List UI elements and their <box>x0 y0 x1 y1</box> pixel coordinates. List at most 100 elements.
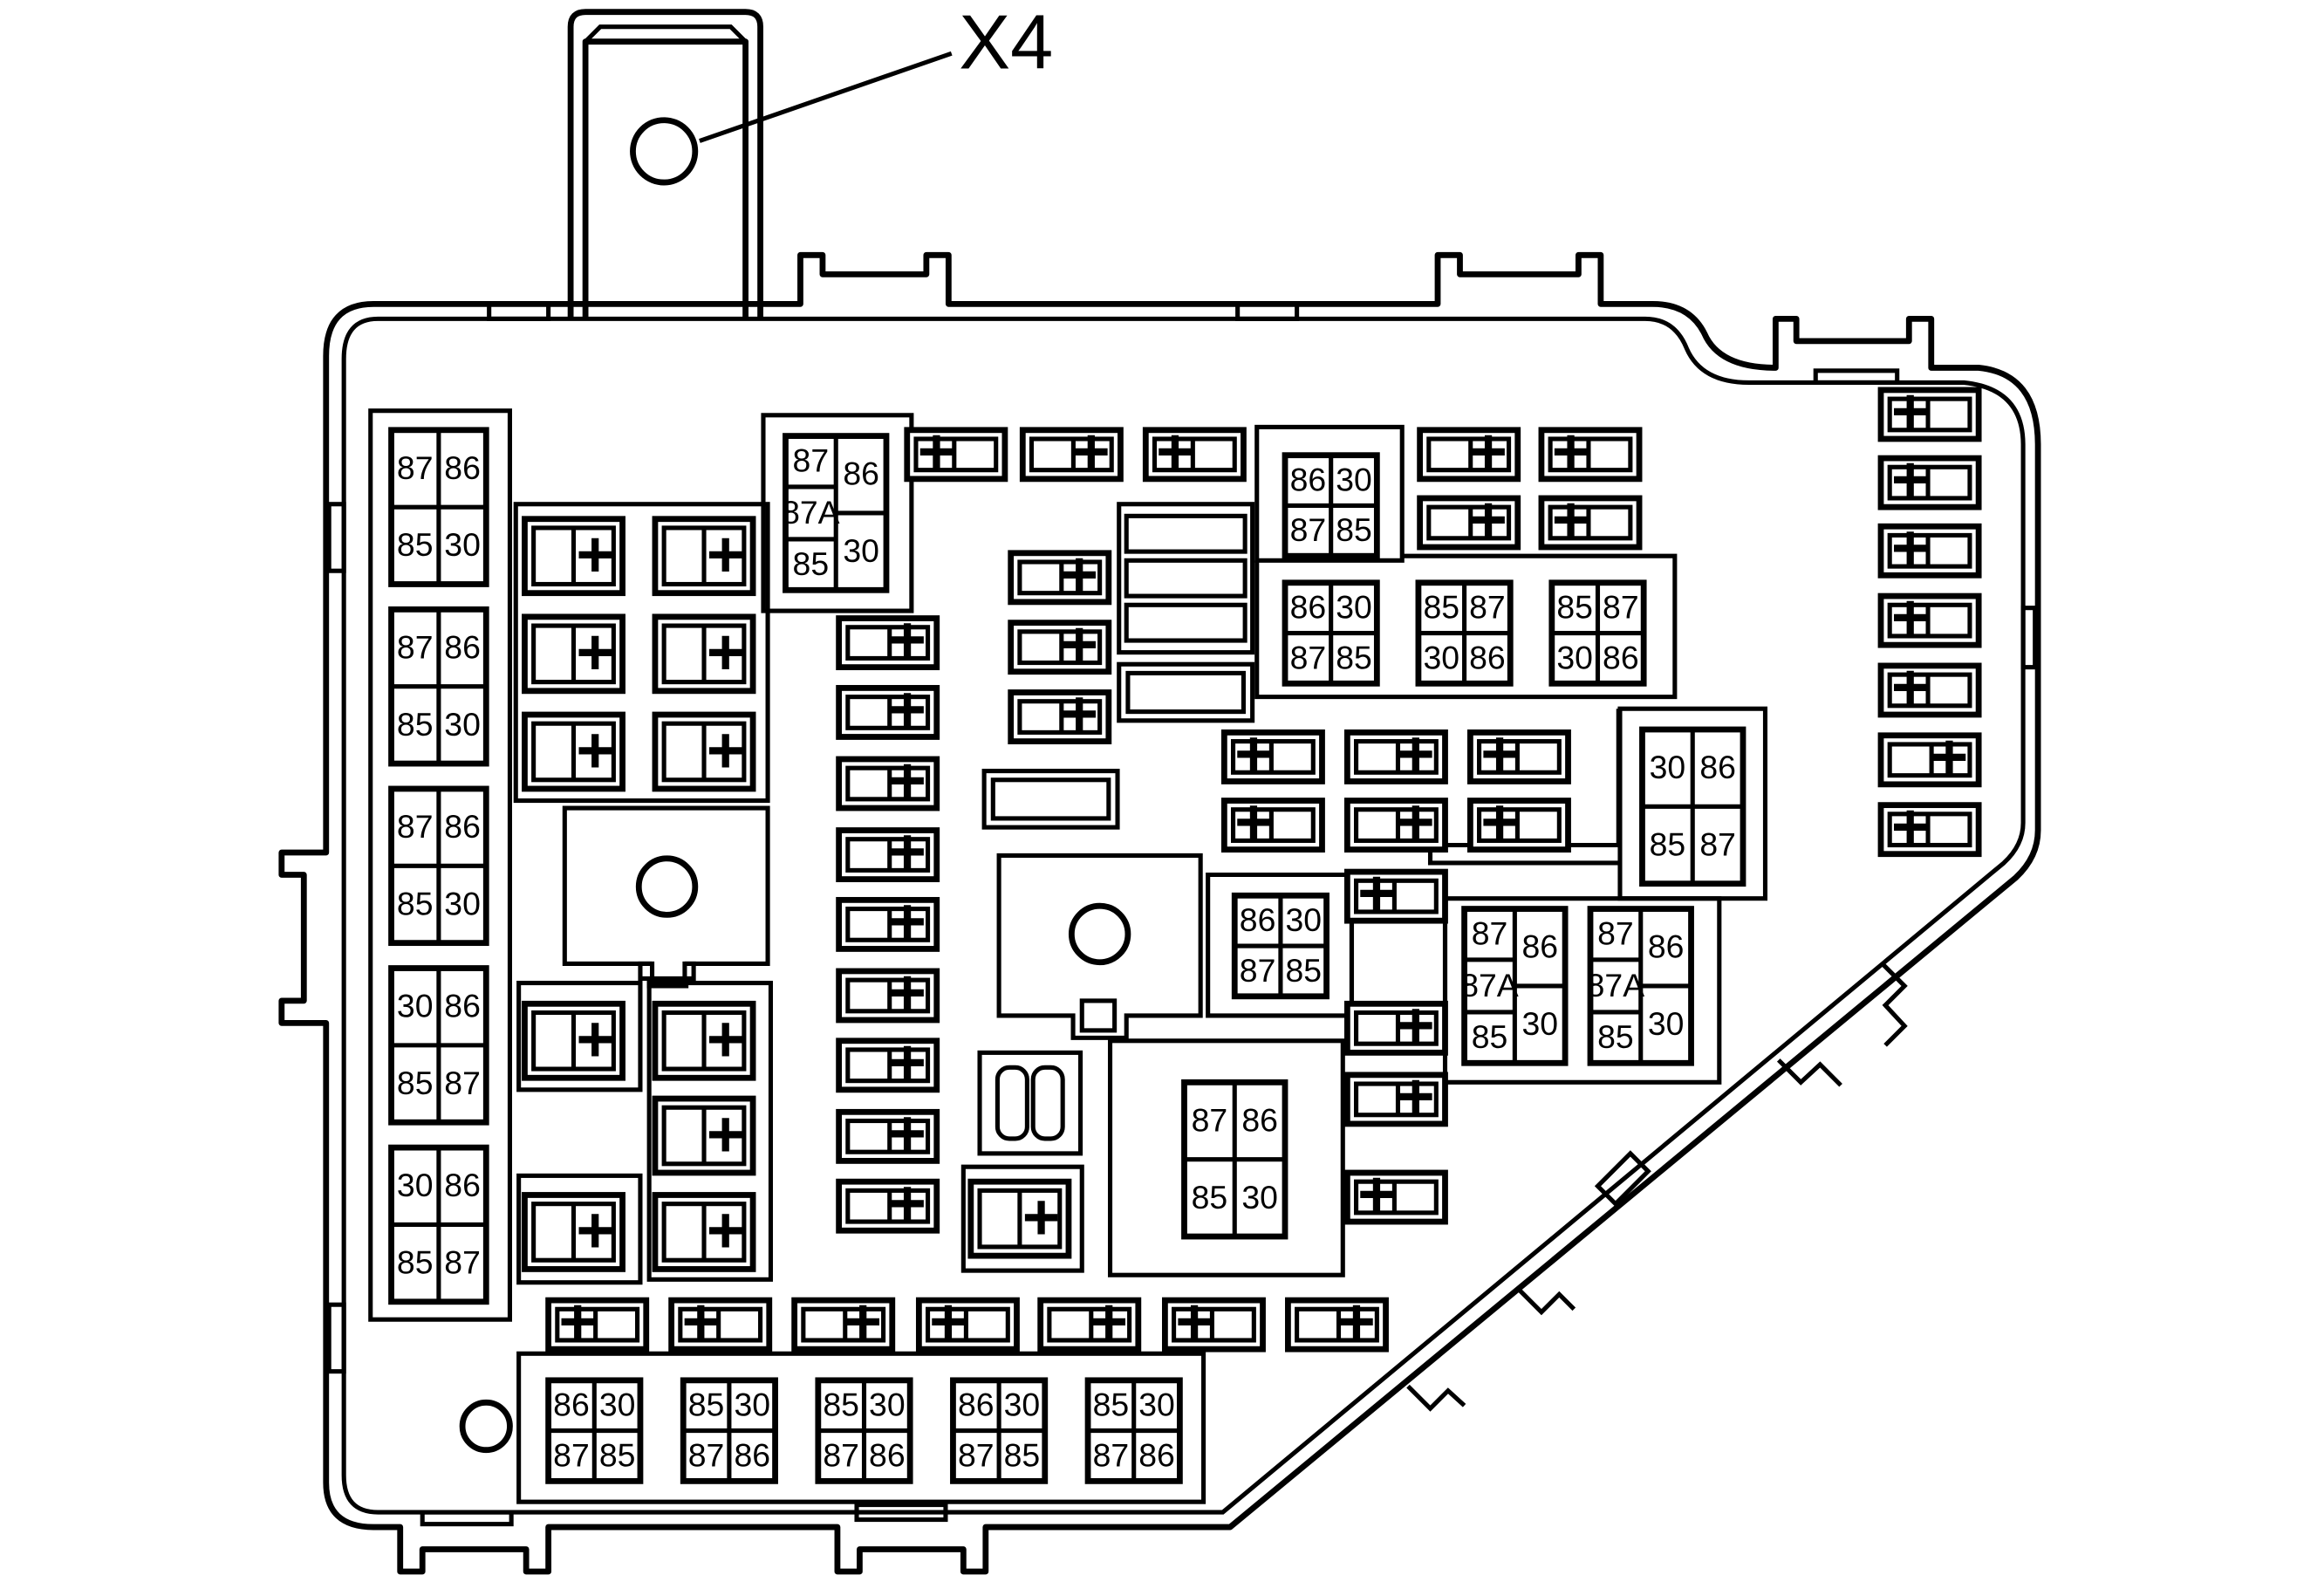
relay-terminal-label: 86 <box>1290 461 1327 497</box>
relay-terminal-label: 86 <box>1241 1101 1278 1138</box>
fuse-polarity-mark: + <box>844 1284 882 1358</box>
j-case-fuse-8: + <box>652 1000 756 1081</box>
mini-fuse-23: + <box>1220 785 1325 859</box>
mini-fuse-29: + <box>1343 1157 1448 1230</box>
relay-terminal-label: 30 <box>1423 639 1459 675</box>
relay-terminal-label: 87 <box>444 1065 481 1101</box>
relay-terminal-label: 85 <box>823 1387 859 1423</box>
relay-terminal-label: 85 <box>1093 1387 1130 1423</box>
j-case-fuse-7: + <box>522 1000 625 1081</box>
relay-terminal-label: 86 <box>553 1387 590 1423</box>
relay-terminal-label: 85 <box>1650 825 1686 862</box>
relay-terminal-label: 87 <box>1192 1101 1228 1138</box>
fuse-polarity-mark: + <box>1891 650 1930 723</box>
housing-outer-wall <box>278 251 2041 1575</box>
j-case-fuse-1: + <box>522 516 625 597</box>
relay-terminal-label: 30 <box>869 1387 906 1423</box>
diode <box>977 1050 1083 1156</box>
mini-fuse-10: + <box>1008 677 1112 750</box>
relay-terminal-label: 30 <box>1241 1179 1278 1216</box>
relay-terminal-label: 86 <box>1240 901 1276 938</box>
fuse-polarity-mark: + <box>707 517 745 591</box>
relay-terminal-label: 86 <box>869 1436 906 1473</box>
relay-terminal-label: 85 <box>1336 511 1372 548</box>
fuse-polarity-mark: + <box>1891 790 1930 863</box>
fuse-polarity-mark: + <box>1891 442 1930 516</box>
relay-terminal-label: 30 <box>1648 1005 1685 1042</box>
relay-terminal-label: 85 <box>397 526 434 563</box>
fuse-polarity-mark: + <box>888 1096 926 1169</box>
relay-terminal-label: 86 <box>958 1387 995 1423</box>
fuse-polarity-mark: + <box>1060 607 1098 681</box>
relay-terminal-label: 87 <box>397 808 434 845</box>
fuse-polarity-mark: + <box>1175 1284 1213 1358</box>
relay-terminal-label: 87 <box>1093 1436 1130 1473</box>
fuse-polarity-mark: + <box>1090 1284 1128 1358</box>
relay-terminal-label: 87 <box>1290 511 1327 548</box>
relay-terminal-label: 86 <box>1699 749 1736 785</box>
mini-fuse-1: + <box>904 414 1008 488</box>
relay-terminal-label: 87 <box>958 1436 995 1473</box>
mini-fuse-24: + <box>1343 785 1448 859</box>
relay-terminal-label: 85 <box>1336 639 1372 675</box>
mini-fuse-43: + <box>1877 790 1982 863</box>
j-case-fuse-3: + <box>522 613 625 695</box>
mini-fuse-27: + <box>1343 988 1448 1061</box>
mini-fuse-36: + <box>1285 1284 1389 1358</box>
relay-terminal-label: 85 <box>397 706 434 743</box>
relay-terminal-label: 30 <box>397 988 434 1024</box>
relay-terminal-label: 87 <box>1469 589 1506 626</box>
mini-fuse-19: + <box>836 1166 940 1239</box>
relay-terminal-label: 85 <box>1597 1018 1634 1055</box>
relay-terminal-label: 87 <box>1240 952 1276 989</box>
fuse-polarity-mark: + <box>558 1284 597 1358</box>
relay-terminal-label: 30 <box>1336 589 1372 626</box>
fuse-polarity-mark: + <box>1480 785 1519 859</box>
fuse-polarity-mark: + <box>576 1003 614 1076</box>
fuse-polarity-mark: + <box>576 517 614 591</box>
relay-terminal-label: 85 <box>1472 1018 1508 1055</box>
fuse-polarity-mark: + <box>1060 677 1098 750</box>
mini-fuse-25: + <box>1466 785 1571 859</box>
relay-terminal-label: 30 <box>843 532 879 569</box>
relay-terminal-label: 86 <box>1648 928 1685 965</box>
fuse-polarity-mark: + <box>929 1284 967 1358</box>
relay-terminal-label: 85 <box>1423 589 1459 626</box>
mini-fuse-3: + <box>1142 414 1247 488</box>
fuse-polarity-mark: + <box>681 1284 720 1358</box>
mini-fuse-17: + <box>836 1025 940 1099</box>
fuse-polarity-mark: + <box>1397 988 1435 1061</box>
mini-fuse-31: + <box>668 1284 773 1358</box>
mini-fuse-37: + <box>1877 374 1982 448</box>
relay-terminal-label: 87 <box>1290 639 1327 675</box>
stud-center <box>1068 902 1131 966</box>
j-case-fuse-12: + <box>967 1178 1072 1259</box>
relay-terminal-label: 87 <box>1597 915 1634 952</box>
relay-terminal-label: 87 <box>688 1436 725 1473</box>
relay-terminal-label: 30 <box>397 1167 434 1203</box>
fuse-polarity-mark: + <box>1891 510 1930 584</box>
relay-terminal-label: 87 <box>397 628 434 665</box>
fuse-polarity-mark: + <box>1397 717 1435 791</box>
fuse-polarity-mark: + <box>1469 414 1507 488</box>
fuse-polarity-mark: + <box>888 673 926 746</box>
mini-fuse-20: + <box>1220 717 1325 791</box>
mini-fuse-9: + <box>1008 607 1112 681</box>
relay-terminal-label: 86 <box>444 808 481 845</box>
fuse-polarity-mark: + <box>1357 856 1396 929</box>
j-case-fuse-9: + <box>652 1095 756 1176</box>
relay-terminal-label: 86 <box>734 1436 770 1473</box>
x4-label: X4 <box>959 0 1053 85</box>
relay-terminal-label: 30 <box>444 706 481 743</box>
j-case-fuse-6: + <box>652 711 756 792</box>
mini-fuse-13: + <box>836 743 940 817</box>
